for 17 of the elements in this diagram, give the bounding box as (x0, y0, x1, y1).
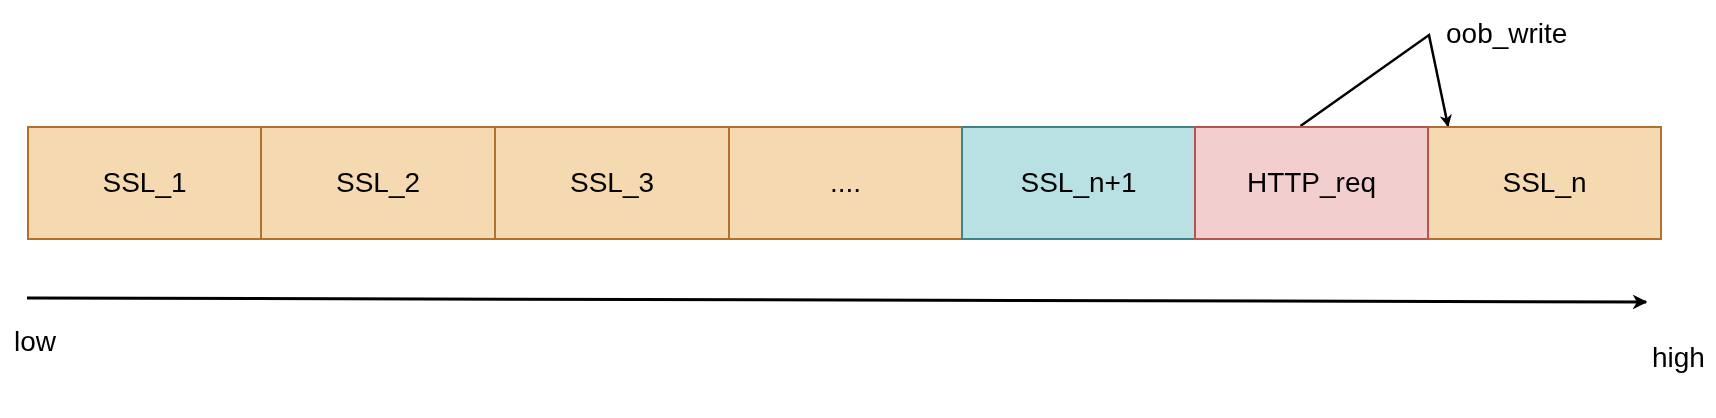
block-label: .... (829, 167, 862, 199)
block-label: SSL_n (1502, 167, 1587, 199)
block-label: SSL_2 (335, 167, 421, 199)
memory-block (961, 126, 1196, 240)
axis-label: high (1652, 342, 1705, 374)
memory-block (27, 126, 262, 240)
arrow (1299, 32, 1452, 128)
axis-label: low (14, 326, 56, 358)
memory-block (494, 126, 730, 240)
memory-block (1194, 126, 1429, 240)
memory-block (260, 126, 496, 240)
block-label: HTTP_req (1246, 167, 1377, 199)
block-label: SSL_n+1 (1020, 167, 1137, 199)
memory-block (1427, 126, 1662, 240)
block-label: SSL_1 (102, 167, 187, 199)
memory-block (728, 126, 963, 240)
block-label: SSL_3 (569, 167, 655, 199)
